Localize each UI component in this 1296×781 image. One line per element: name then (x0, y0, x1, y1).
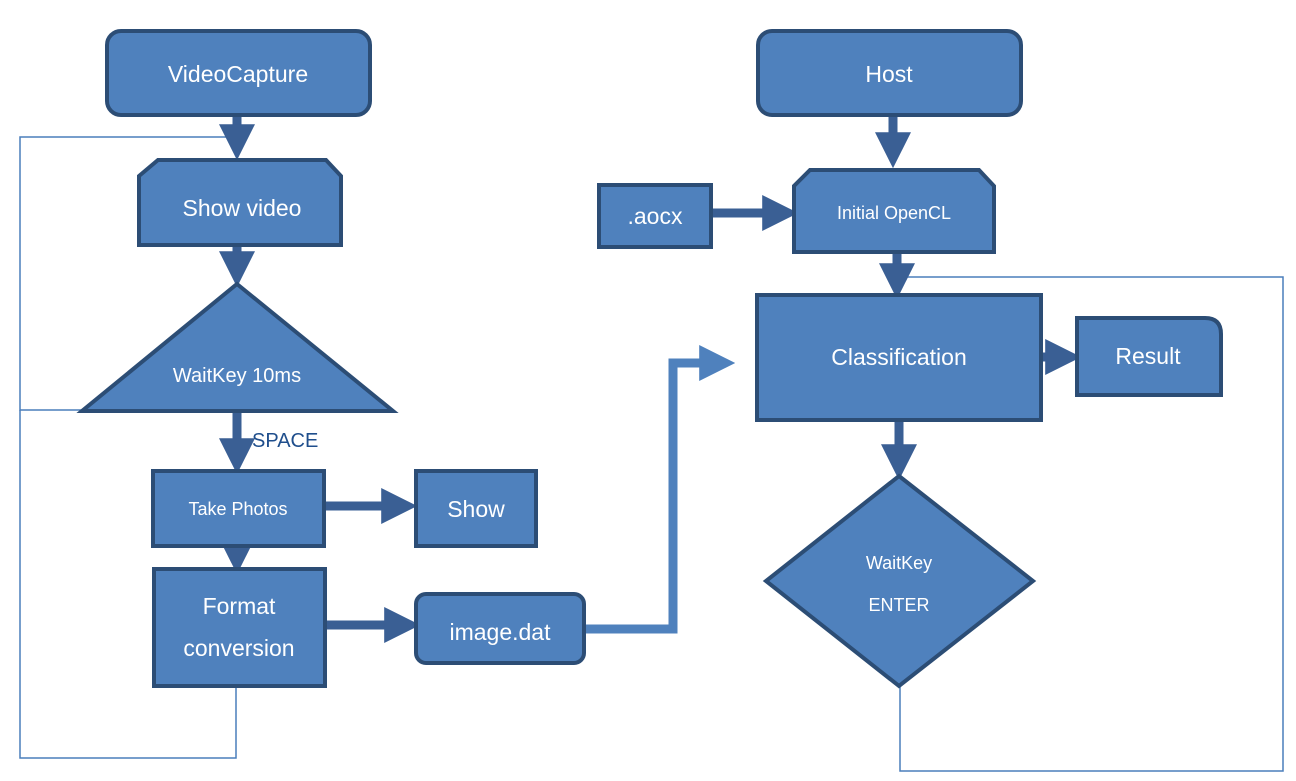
node-show-video: Show video (137, 158, 343, 247)
node-waitkey-enter-shape (762, 473, 1037, 689)
arrow-image-dat-to-classification (585, 345, 736, 634)
node-result: Result (1075, 316, 1223, 397)
node-show: Show (414, 469, 538, 548)
node-video-capture-label: VideoCapture (168, 61, 308, 87)
node-initial-opencl-label: Initial OpenCL (837, 203, 951, 223)
node-aocx-shape (597, 183, 713, 249)
node-show-video-shape (137, 158, 343, 247)
node-initial-opencl-shape (792, 168, 996, 254)
node-waitkey-10ms: WaitKey 10ms (76, 281, 399, 413)
node-format-conversion-label-line1: Format (203, 593, 276, 619)
node-show-video-label: Show video (183, 195, 302, 221)
node-initial-opencl: Initial OpenCL (792, 168, 996, 254)
node-classification-label: Classification (831, 344, 967, 370)
node-waitkey-enter: WaitKey ENTER (762, 473, 1037, 689)
node-format-conversion: Format conversion (152, 567, 327, 688)
node-aocx-label: .aocx (628, 203, 683, 229)
loop-line-waitkey-to-show-video (19, 136, 236, 411)
node-image-dat-label: image.dat (449, 619, 551, 645)
node-host: Host (756, 29, 1023, 117)
edge-label-space: SPACE (252, 430, 318, 452)
node-waitkey-10ms-shape (76, 281, 399, 413)
node-take-photos-label: Take Photos (188, 499, 287, 519)
node-image-dat-shape (414, 592, 586, 665)
node-result-shape (1075, 316, 1223, 397)
node-show-label: Show (447, 496, 505, 522)
node-waitkey-enter-label-line1: WaitKey (866, 553, 932, 573)
node-host-label: Host (865, 61, 913, 87)
node-waitkey-10ms-label: WaitKey 10ms (173, 365, 301, 387)
node-format-conversion-shape (152, 567, 327, 688)
loop-line-format-to-show-video (19, 410, 237, 759)
node-image-dat: image.dat (414, 592, 586, 665)
node-show-shape (414, 469, 538, 548)
node-result-label: Result (1115, 343, 1181, 369)
node-classification: Classification (755, 293, 1043, 422)
node-aocx: .aocx (597, 183, 713, 249)
node-waitkey-enter-label-line2: ENTER (868, 595, 929, 615)
node-take-photos: Take Photos (151, 469, 326, 548)
node-take-photos-shape (151, 469, 326, 548)
loop-line-enter-to-classification (897, 276, 1284, 772)
node-classification-shape (755, 293, 1043, 422)
node-host-shape (756, 29, 1023, 117)
node-video-capture: VideoCapture (105, 29, 372, 117)
node-format-conversion-label-line2: conversion (183, 635, 294, 661)
node-video-capture-shape (105, 29, 372, 117)
